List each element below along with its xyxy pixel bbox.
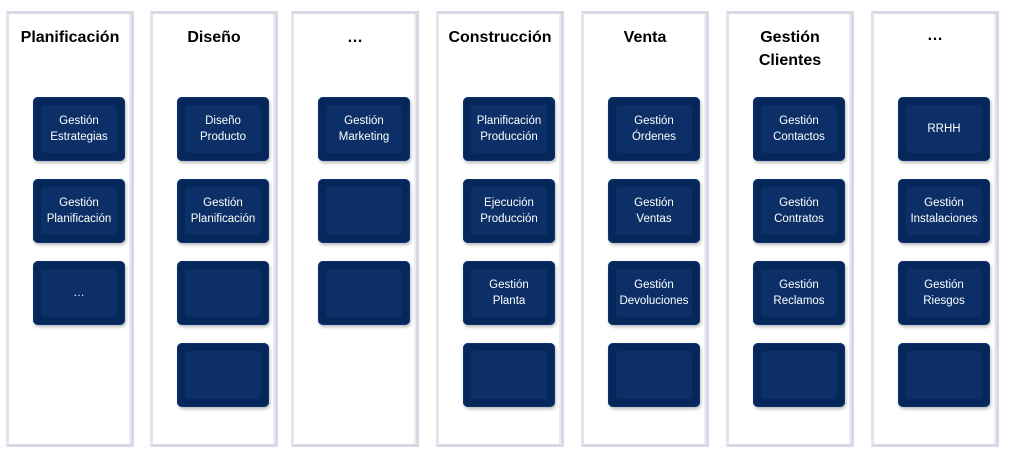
- tile-label: Gestión Marketing: [338, 115, 390, 143]
- tile-label: Diseño Producto: [199, 115, 247, 143]
- tile-gestion-riesgos: Gestión Riesgos: [898, 261, 990, 325]
- column-title: Diseño: [187, 29, 241, 46]
- tile-planificacion-produccion: Planificación Producción: [463, 97, 555, 161]
- tile-label: Gestión Estrategias: [50, 115, 108, 143]
- tile-label: Gestión Planta: [489, 279, 529, 307]
- column-venta: Venta Gestión Órdenes Gestión Ventas Ges…: [581, 11, 709, 447]
- column-title: Gestión Clientes: [758, 29, 822, 69]
- column-title: Venta: [623, 29, 667, 46]
- tile-label: Gestión Contratos: [774, 197, 824, 225]
- tile-gestion-reclamos: Gestión Reclamos: [753, 261, 845, 325]
- column-planificacion: Planificación Gestión Estrategias Gestió…: [6, 11, 134, 447]
- tile-empty: [318, 179, 410, 243]
- tile-label: Gestión Contactos: [773, 115, 825, 143]
- tile-diseno-producto: Diseño Producto: [177, 97, 269, 161]
- tile-label: RRHH: [927, 123, 961, 135]
- tile-empty: [177, 261, 269, 325]
- tile-gestion-planta: Gestión Planta: [463, 261, 555, 325]
- tile-label: …: [73, 287, 85, 299]
- tile-gestion-estrategias: Gestión Estrategias: [33, 97, 125, 161]
- tile-gestion-planificacion: Gestión Planificación: [177, 179, 269, 243]
- tile-label: Ejecución Producción: [480, 197, 538, 225]
- tile-label: Gestión Riesgos: [923, 279, 965, 307]
- tile-gestion-planificacion: Gestión Planificación: [33, 179, 125, 243]
- tile-label: Gestión Instalaciones: [910, 197, 978, 225]
- column-gestion-clientes: Gestión Clientes Gestión Contactos Gesti…: [726, 11, 854, 447]
- tile-empty: [177, 343, 269, 407]
- column-title: …: [927, 27, 943, 44]
- column-title: …: [347, 29, 363, 46]
- tile-rrhh: RRHH: [898, 97, 990, 161]
- tile-label: Gestión Reclamos: [773, 279, 825, 307]
- column-title: Planificación: [20, 29, 120, 46]
- column-title: Construcción: [448, 29, 552, 46]
- tile-gestion-contactos: Gestión Contactos: [753, 97, 845, 161]
- tile-gestion-ventas: Gestión Ventas: [608, 179, 700, 243]
- column-ellipsis-2: … RRHH Gestión Instalaciones Gestión Rie…: [871, 11, 999, 447]
- tile-gestion-marketing: Gestión Marketing: [318, 97, 410, 161]
- tile-label: Gestión Planificación: [190, 197, 256, 225]
- tile-gestion-instalaciones: Gestión Instalaciones: [898, 179, 990, 243]
- tile-empty: [898, 343, 990, 407]
- column-diseno: Diseño Diseño Producto Gestión Planifica…: [150, 11, 278, 447]
- tile-gestion-contratos: Gestión Contratos: [753, 179, 845, 243]
- tile-label: Gestión Devoluciones: [619, 279, 689, 307]
- tile-empty: [753, 343, 845, 407]
- column-construccion: Construcción Planificación Producción Ej…: [436, 11, 564, 447]
- tile-empty: [608, 343, 700, 407]
- tile-label: Gestión Planificación: [46, 197, 112, 225]
- tile-ejecucion-produccion: Ejecución Producción: [463, 179, 555, 243]
- tile-label: Gestión Órdenes: [631, 115, 677, 143]
- tile-gestion-ordenes: Gestión Órdenes: [608, 97, 700, 161]
- tile-gestion-devoluciones: Gestión Devoluciones: [608, 261, 700, 325]
- tile-empty: [318, 261, 410, 325]
- tile-ellipsis: …: [33, 261, 125, 325]
- tile-label: Planificación Producción: [476, 115, 542, 143]
- tile-label: Gestión Ventas: [634, 197, 674, 225]
- tile-empty: [463, 343, 555, 407]
- column-ellipsis: … Gestión Marketing: [291, 11, 419, 447]
